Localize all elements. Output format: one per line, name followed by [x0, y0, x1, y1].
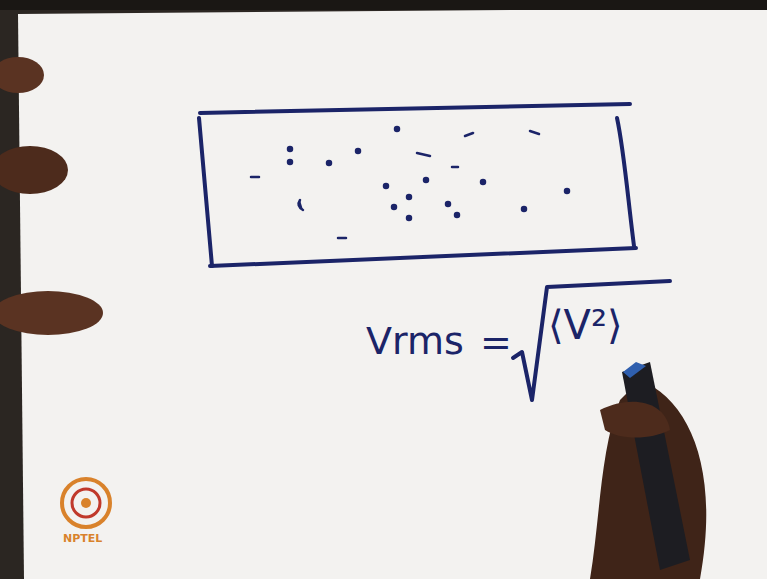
- finger: [0, 291, 103, 335]
- gas-container: [199, 104, 636, 266]
- formula-expression: ⟨V²⟩: [548, 305, 623, 345]
- gas-molecules: [251, 127, 569, 238]
- logo-text: NPTEL: [63, 533, 102, 544]
- paper-sheet: [18, 8, 767, 579]
- formula-symbol: Vrms: [366, 322, 464, 360]
- finger: [0, 57, 44, 93]
- top-band: [0, 0, 767, 10]
- hand-with-marker: [590, 362, 706, 579]
- nptel-logo: [62, 479, 110, 527]
- equals-sign: =: [480, 323, 512, 361]
- finger: [0, 146, 68, 194]
